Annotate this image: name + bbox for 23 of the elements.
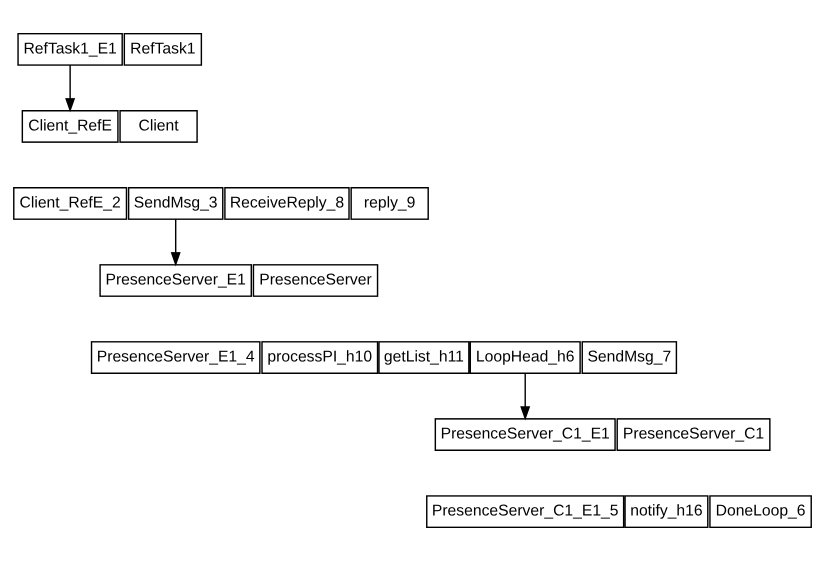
node-box: PresenceServer: [252, 264, 378, 297]
node-box: RefTask1: [124, 33, 202, 66]
node-box: Client: [119, 110, 198, 143]
arrow: [520, 373, 530, 421]
arrow: [170, 219, 181, 266]
node-box: PresenceServer_E1_4: [90, 341, 261, 374]
node-box: PresenceServer_C1_E1_5: [426, 495, 624, 528]
node-box: Client_RefE: [22, 110, 119, 143]
node-box: LoopHead_h6: [470, 341, 581, 374]
node-box: RefTask1_E1: [17, 33, 123, 66]
node-box: getList_h11: [378, 341, 470, 374]
node-box: ReceiveReply_8: [224, 187, 350, 220]
node-box: PresenceServer_E1: [99, 264, 252, 297]
node-box: SendMsg_3: [128, 187, 224, 220]
node-box: SendMsg_7: [582, 341, 678, 374]
node-box: PresenceServer_C1_E1: [434, 418, 616, 451]
node-box: DoneLoop_6: [709, 495, 812, 528]
node-box: notify_h16: [624, 495, 708, 528]
node-box: reply_9: [350, 187, 429, 220]
node-box: Client_RefE_2: [13, 187, 128, 220]
node-box: processPI_h10: [261, 341, 378, 374]
node-box: PresenceServer_C1: [616, 418, 771, 451]
arrow: [65, 65, 76, 112]
